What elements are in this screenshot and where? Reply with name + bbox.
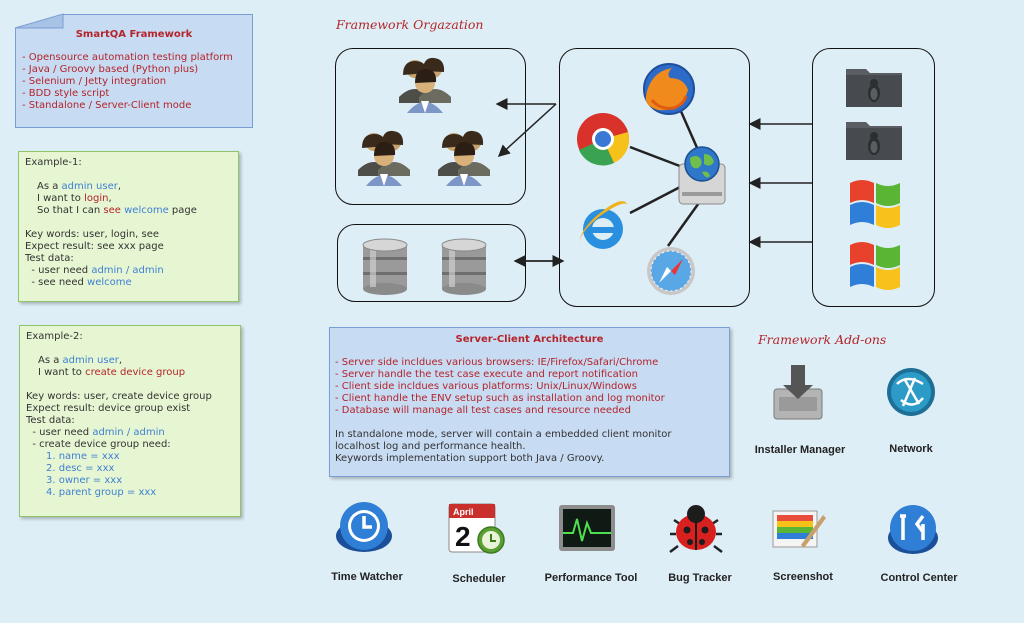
example2-note: Example-2: As a admin user, I want to cr… — [19, 325, 241, 517]
example1-td2-value: welcome — [87, 277, 132, 288]
scheduler-month: April — [453, 507, 474, 517]
screenshot-label: Screenshot — [773, 571, 833, 583]
example1-login: login — [84, 193, 109, 204]
example2-want: I want to — [38, 367, 86, 378]
smartqa-note: SmartQA Framework - Opensource automatio… — [15, 14, 253, 128]
network-icon[interactable] — [885, 366, 937, 418]
bug-tracker-label: Bug Tracker — [668, 572, 732, 584]
architecture-line: - Server handle the test case execute an… — [335, 369, 638, 380]
comma: , — [118, 355, 123, 366]
example1-keywords: Key words: user, login, see — [25, 229, 160, 240]
example1-welcome: welcome — [124, 205, 169, 216]
linux-folder-icon — [846, 69, 902, 107]
comma: , — [108, 193, 112, 204]
scheduler-label: Scheduler — [452, 573, 506, 585]
screenshot-icon[interactable] — [771, 505, 827, 555]
architecture-note-line: In standalone mode, server will contain … — [335, 429, 672, 440]
example1-as: As a — [37, 181, 62, 192]
addons-title: Framework Add-ons — [758, 332, 887, 347]
scheduler-icon[interactable]: April 2 — [447, 500, 505, 558]
example2-action: create device group — [85, 367, 186, 378]
safari-icon — [647, 247, 695, 295]
example1-heading: Example-1: — [25, 157, 82, 168]
architecture-line: - Client handle the ENV setup such as in… — [335, 393, 665, 404]
example1-so: So that I can — [37, 205, 104, 216]
time-watcher-label: Time Watcher — [331, 571, 403, 583]
windows-logo-icon — [850, 180, 900, 228]
chrome-icon — [577, 113, 630, 166]
control-center-label: Control Center — [880, 572, 958, 584]
users-group-icon — [438, 130, 490, 186]
ie-icon — [579, 201, 628, 249]
architecture-line: - Server side incldues various browsers:… — [335, 357, 659, 368]
windows-logo-icon — [850, 242, 900, 290]
example2-item: 3. owner = xxx — [46, 475, 123, 486]
architecture-note-line: Keywords implementation support both Jav… — [335, 453, 605, 464]
example2-as: As a — [38, 355, 63, 366]
firefox-icon — [643, 63, 695, 115]
example2-expect: Expect result: device group exist — [26, 403, 191, 414]
example2-item: 4. parent group = xxx — [46, 487, 157, 498]
smartqa-title: SmartQA Framework — [75, 29, 193, 40]
architecture-note: Server-Client Architecture - Server side… — [329, 327, 730, 477]
time-watcher-icon[interactable] — [334, 500, 394, 556]
example1-see: see — [103, 205, 121, 216]
smartqa-line: - Java / Groovy based (Python plus) — [22, 64, 199, 75]
bug-tracker-icon[interactable] — [668, 502, 724, 558]
linux-folder-icon — [846, 122, 902, 160]
example2-user: admin user — [62, 355, 119, 366]
example1-td1-value: admin / admin — [91, 265, 164, 276]
installer-icon[interactable] — [771, 363, 825, 421]
example2-td1: - user need — [26, 427, 93, 438]
database-icon — [362, 238, 408, 295]
users-group-icon — [399, 57, 451, 113]
example2-td1-value: admin / admin — [92, 427, 165, 438]
smartqa-line: - Selenium / Jetty integration — [22, 76, 167, 87]
example1-want: I want to — [37, 193, 85, 204]
example1-note: Example-1: As a admin user, I want to lo… — [18, 151, 239, 302]
example2-td2: - create device group need: — [26, 439, 171, 450]
org-title: Framework Orgazation — [336, 17, 484, 32]
network-label: Network — [889, 443, 933, 455]
smartqa-line: - BDD style script — [22, 88, 110, 99]
example1-td1: - user need — [25, 265, 92, 276]
example1-testdata: Test data: — [25, 253, 74, 264]
control-center-icon[interactable] — [886, 502, 940, 556]
example1-page: page — [168, 205, 197, 216]
server-globe-icon — [678, 146, 726, 205]
example1-td2: - see need — [25, 277, 88, 288]
example2-keywords: Key words: user, create device group — [26, 391, 212, 402]
comma: , — [117, 181, 122, 192]
example2-testdata: Test data: — [26, 415, 75, 426]
smartqa-line: - Standalone / Server-Client mode — [22, 100, 192, 111]
performance-tool-icon[interactable] — [557, 503, 617, 555]
example2-item: 1. name = xxx — [46, 451, 120, 462]
database-icon — [441, 238, 487, 295]
performance-label: Performance Tool — [544, 572, 638, 584]
architecture-note-line: localhost log and performance health. — [335, 441, 526, 452]
smartqa-line: - Opensource automation testing platform — [22, 52, 233, 63]
example2-item: 2. desc = xxx — [46, 463, 115, 474]
example2-heading: Example-2: — [26, 331, 83, 342]
example1-user: admin user — [61, 181, 118, 192]
architecture-line: - Database will manage all test cases an… — [335, 405, 631, 416]
scheduler-day: 2 — [455, 521, 471, 552]
architecture-line: - Client side incldues various platforms… — [335, 381, 637, 392]
example1-expect: Expect result: see xxx page — [25, 241, 164, 252]
folded-corner-icon — [14, 13, 64, 29]
architecture-title: Server-Client Architecture — [455, 334, 604, 345]
installer-label: Installer Manager — [754, 444, 846, 456]
users-group-icon — [358, 130, 410, 186]
